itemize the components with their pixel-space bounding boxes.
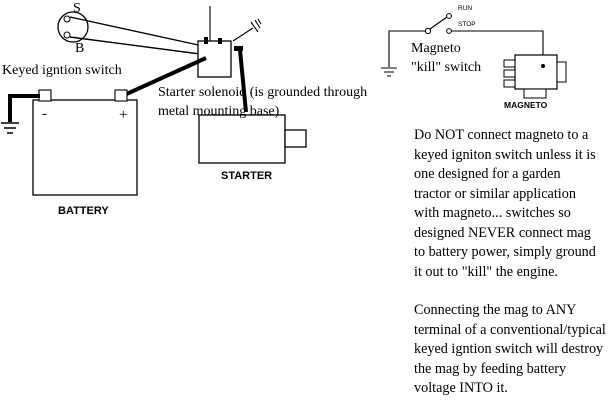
magneto-lead-2 <box>503 69 516 78</box>
kill-switch-ground-symbol <box>381 67 397 77</box>
stop-label: STOP <box>458 21 476 28</box>
magneto-lead-1 <box>503 59 516 68</box>
warning-note-paragraph-2: Connecting the mag to ANY terminal of a … <box>414 302 606 396</box>
magneto-lead-3 <box>503 79 516 88</box>
magneto-kill-terminal <box>541 64 545 68</box>
ignition-switch-body <box>57 11 89 43</box>
solenoid-terminal-right <box>218 38 222 44</box>
wire-kill-switch-to-magneto <box>451 30 544 63</box>
kill-switch-stop-contact <box>446 28 452 34</box>
battery-label: BATTERY <box>58 205 109 217</box>
magneto <box>503 54 567 99</box>
starter-motor <box>198 114 286 164</box>
starter-solenoid <box>197 40 232 78</box>
warning-note-paragraph-1: Do NOT connect magneto to a keyed ignito… <box>414 127 596 280</box>
starter-label: STARTER <box>221 170 273 182</box>
battery-terminal-negative <box>38 89 52 102</box>
wire-switch-b-to-solenoid <box>69 36 201 55</box>
magneto-cap <box>556 61 567 83</box>
solenoid-terminal-left <box>204 37 208 44</box>
cable-solenoid-to-starter <box>238 49 248 113</box>
kill-switch-run-contact <box>446 13 452 19</box>
magneto-base <box>523 88 547 99</box>
switch-terminal-s-label: S <box>73 1 81 16</box>
keyed-switch-label: Keyed igntion switch <box>2 63 122 78</box>
kill-switch-lever <box>429 16 448 30</box>
switch-terminal-b-dot <box>63 31 71 39</box>
battery-terminal-positive <box>114 89 128 102</box>
magneto-label: MAGNETO <box>504 100 548 110</box>
cable-battery-ground <box>8 94 40 122</box>
cable-battery-to-solenoid <box>119 56 207 99</box>
magneto-body <box>514 54 558 90</box>
solenoid-ground-symbol <box>232 18 262 42</box>
wire-switch-s-to-solenoid <box>69 16 213 49</box>
solenoid-label-line2: metal mounting base) <box>158 104 280 119</box>
battery-minus-label: - <box>42 106 47 122</box>
run-label: RUN <box>458 5 473 12</box>
wire-kill-switch-ground <box>388 30 425 67</box>
starter-shaft <box>284 129 307 148</box>
solenoid-stud <box>234 46 243 51</box>
kill-switch-label-line2: "kill" switch <box>411 60 482 75</box>
kill-switch-pivot <box>424 27 432 35</box>
solenoid-label-line1: Starter solenoid (is grounded through <box>158 85 368 100</box>
battery-plus-label: + <box>119 107 128 123</box>
battery-body <box>32 99 138 196</box>
battery-ground-symbol <box>1 122 19 134</box>
switch-terminal-s-dot <box>63 15 71 23</box>
switch-terminal-b-label: B <box>75 41 85 56</box>
kill-switch-label-line1: Magneto <box>411 41 461 56</box>
